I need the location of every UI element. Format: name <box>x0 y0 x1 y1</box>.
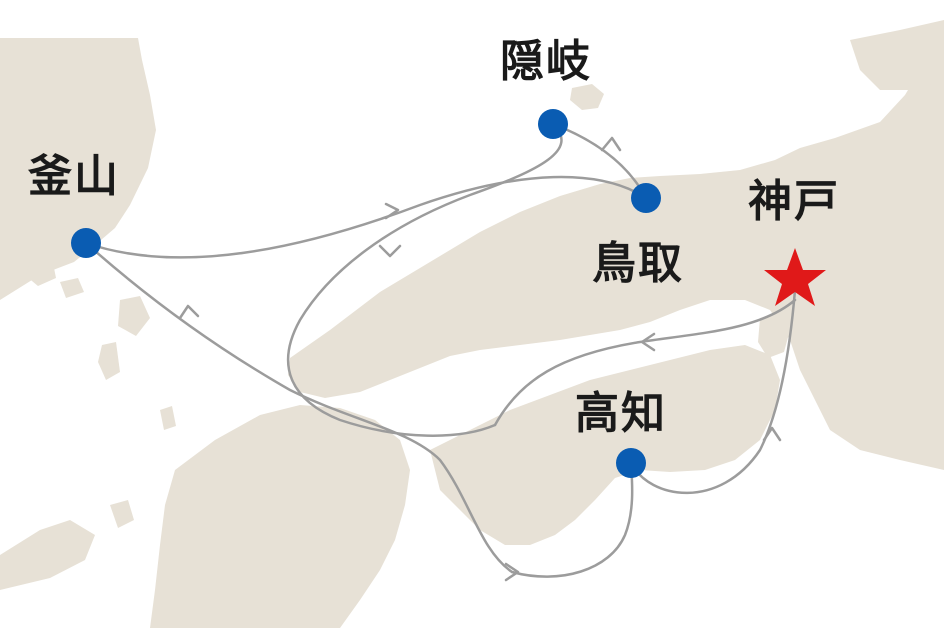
port-label-tottori: 鳥取 <box>592 238 684 289</box>
port-markers <box>71 109 826 478</box>
port-marker-kochi[interactable] <box>616 448 646 478</box>
land-awaji <box>758 312 790 358</box>
port-marker-tottori[interactable] <box>631 183 661 213</box>
land-kyushu <box>150 405 410 628</box>
chevron-down-icon <box>378 244 402 258</box>
land-islet <box>110 500 134 528</box>
port-label-busan: 釜山 <box>28 151 120 202</box>
chevron-up-icon <box>600 136 622 152</box>
land-tsushima-sw <box>0 520 95 590</box>
route-arrows <box>178 136 782 582</box>
chevron-right-icon <box>504 562 520 582</box>
land-korea-islet <box>26 258 56 286</box>
land-honshu-east <box>850 20 944 90</box>
land-korea-islet <box>60 278 84 298</box>
routes <box>84 122 797 578</box>
star-icon[interactable] <box>764 248 826 306</box>
land-korea <box>0 38 156 300</box>
land-honshu <box>288 50 944 470</box>
land-islet <box>98 342 120 380</box>
land-oki <box>570 84 604 110</box>
chevron-left-icon <box>640 332 656 352</box>
port-label-oki: 隠岐 <box>500 36 592 87</box>
port-marker-busan[interactable] <box>71 228 101 258</box>
port-marker-oki[interactable] <box>538 109 568 139</box>
land-islet <box>118 296 150 336</box>
port-label-kobe: 神戸 <box>748 176 840 227</box>
port-label-kochi: 高知 <box>575 388 667 439</box>
chevron-up-icon <box>762 426 782 442</box>
route-busan-tottori <box>84 175 648 259</box>
route-kochi-kobe <box>629 288 797 495</box>
land-shikoku <box>430 345 780 545</box>
route-busan-south <box>84 241 514 574</box>
chevron-up-icon <box>178 304 200 320</box>
landmasses <box>0 20 944 628</box>
land-islet <box>160 406 176 430</box>
route-seto-kobe <box>493 298 797 427</box>
route-kochi-south <box>510 461 634 578</box>
chevron-right-icon <box>384 202 400 220</box>
